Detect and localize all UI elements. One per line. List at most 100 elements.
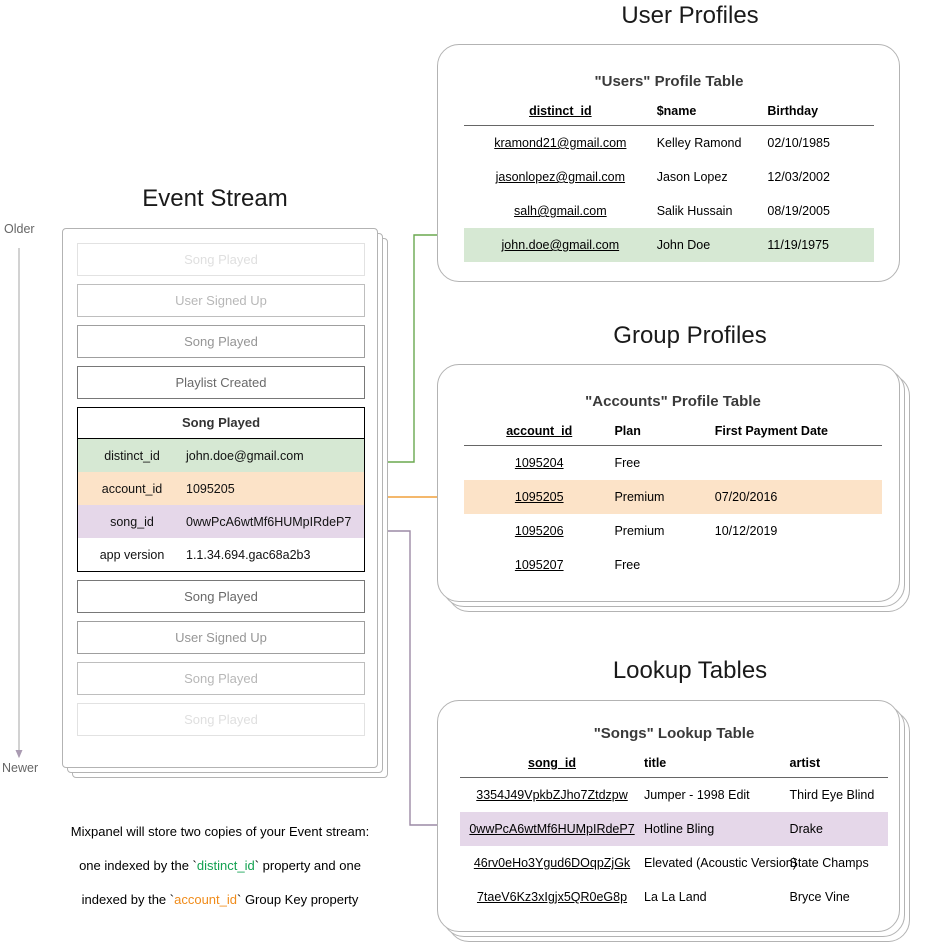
table-cell: 7taeV6Kz3xIgjx5QR0eG8p	[476, 890, 628, 904]
event-card[interactable]: Song Played	[77, 580, 365, 613]
event-property-key: app version	[99, 547, 165, 562]
event-property-value: 0wwPcA6wtMf6HUMpIRdeP7	[186, 514, 352, 529]
table-cell: State Champs	[789, 856, 869, 870]
caption-line-2b: ` property and one	[254, 858, 361, 873]
event-card[interactable]: User Signed Up	[77, 284, 365, 317]
column-header: title	[644, 756, 790, 778]
event-stream-caption: Mixpanel will store two copies of your E…	[40, 806, 400, 908]
table-cell: 1095206	[514, 524, 564, 538]
table-cell: 0wwPcA6wtMf6HUMpIRdeP7	[460, 812, 645, 846]
table-cell: Jason Lopez	[656, 170, 728, 184]
table-row[interactable]: 1095204 Free	[464, 446, 882, 481]
selected-event-card[interactable]: Song Played distinct_id john.doe@gmail.co…	[77, 407, 365, 572]
event-property-value: 1095205	[186, 481, 235, 496]
table-cell: 08/19/2005	[767, 204, 830, 218]
timeline-newer-label: Newer	[2, 761, 39, 775]
column-header: account_id	[464, 424, 615, 446]
table-cell: Hotline Bling	[644, 812, 790, 846]
accounts-table-title: "Accounts" Profile Table	[585, 393, 761, 410]
column-header: Plan	[614, 424, 715, 446]
table-cell: 10/12/2019	[714, 524, 778, 538]
caption-line-1: Mixpanel will store two copies of your E…	[70, 824, 370, 839]
table-row[interactable]: 7taeV6Kz3xIgjx5QR0eG8p La La Land Bryce Vi…	[460, 880, 888, 914]
event-card[interactable]: Song Played	[77, 703, 365, 736]
caption-account-id-code: account_id	[174, 892, 237, 907]
songs-table-title: "Songs" Lookup Table	[593, 725, 755, 742]
table-row[interactable]: 3354J49VpkbZJho7Ztdzpw Jumper - 1998 Edit…	[460, 778, 888, 813]
table-cell	[715, 446, 882, 481]
event-property-key: distinct_id	[104, 448, 160, 463]
table-cell	[715, 548, 882, 582]
table-row[interactable]: kramond21@gmail.com Kelley Ramond 02/10/19…	[464, 126, 874, 161]
event-card[interactable]: Song Played	[77, 662, 365, 695]
table-cell: Premium	[614, 480, 715, 514]
table-cell: 11/19/1975	[767, 228, 874, 262]
table-cell: Free	[614, 558, 641, 572]
table-cell: salh@gmail.com	[514, 204, 607, 218]
table-row[interactable]: jasonlopez@gmail.com Jason Lopez 12/03/200…	[464, 160, 874, 194]
table-cell: Free	[614, 456, 641, 470]
group-profiles-title: Group Profiles	[613, 322, 767, 349]
column-header: $name	[656, 104, 768, 126]
table-cell: Salik Hussain	[656, 204, 733, 218]
lookup-tables-title: Lookup Tables	[612, 657, 768, 684]
table-cell: 46rv0eHo3Ygud6DOqpZjGk	[473, 856, 631, 870]
column-header: artist	[789, 756, 888, 778]
selected-event-name: Song Played	[78, 408, 364, 439]
table-cell: kramond21@gmail.com	[494, 136, 627, 150]
users-table-title: "Users" Profile Table	[594, 73, 744, 90]
caption-line-3b: ` Group Key property	[237, 892, 359, 907]
table-cell: 12/03/2002	[767, 170, 830, 184]
table-cell: Third Eye Blind	[789, 788, 875, 802]
table-row[interactable]: salh@gmail.com Salik Hussain 08/19/2005	[464, 194, 874, 228]
table-cell: 1095204	[514, 456, 564, 470]
event-property-key: account_id	[101, 481, 163, 496]
event-property-row: distinct_id john.doe@gmail.com	[78, 439, 364, 472]
table-cell: john.doe@gmail.com	[464, 228, 657, 262]
table-cell: 07/20/2016	[714, 480, 882, 514]
user-profiles-title: User Profiles	[621, 2, 759, 29]
event-property-row: account_id 1095205	[78, 472, 364, 505]
column-header: First Payment Date	[714, 424, 882, 446]
table-cell: Bryce Vine	[789, 890, 850, 904]
table-cell: John Doe	[656, 228, 768, 262]
table-cell: Kelley Ramond	[656, 136, 742, 150]
event-property-row: song_id 0wwPcA6wtMf6HUMpIRdeP7	[78, 505, 364, 538]
table-cell: jasonlopez@gmail.com	[495, 170, 626, 184]
table-cell: Jumper - 1998 Edit	[644, 788, 750, 802]
event-property-row: app version 1.1.34.694.gac68a2b3	[78, 538, 364, 571]
table-cell: 3354J49VpkbZJho7Ztdzpw	[476, 788, 628, 802]
event-card[interactable]: Playlist Created	[77, 366, 365, 399]
event-property-value: 1.1.34.694.gac68a2b3	[186, 547, 311, 562]
event-property-value: john.doe@gmail.com	[186, 448, 304, 463]
event-card[interactable]: Song Played	[77, 243, 365, 276]
caption-distinct-id-code: distinct_id	[196, 858, 255, 873]
table-cell: Drake	[789, 812, 888, 846]
table-cell: La La Land	[644, 890, 707, 904]
timeline-older-label: Older	[4, 222, 35, 236]
event-property-key: song_id	[110, 514, 154, 529]
event-card[interactable]: Song Played	[77, 325, 365, 358]
table-cell: 02/10/1985	[767, 136, 830, 150]
event-card[interactable]: User Signed Up	[77, 621, 365, 654]
